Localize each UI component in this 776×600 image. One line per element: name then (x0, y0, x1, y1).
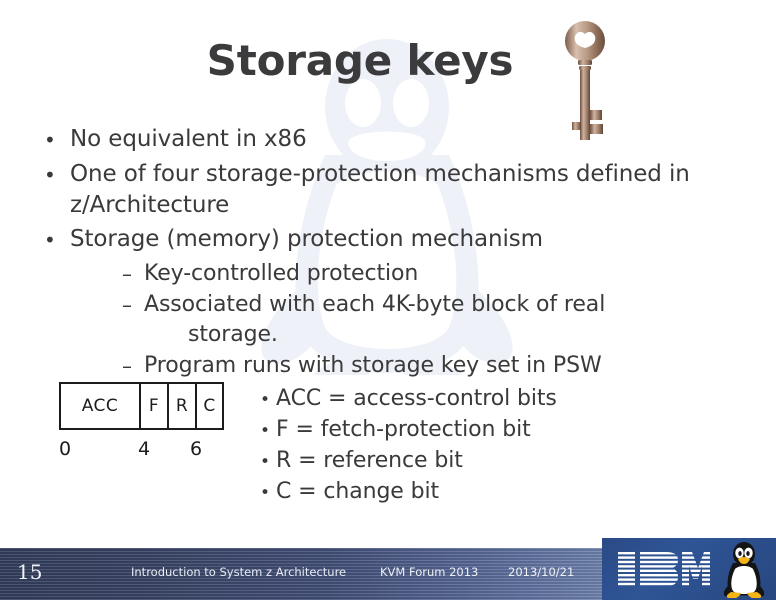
bit-tick-0: 0 (59, 438, 72, 460)
sub-bullet-text: Associated with each 4K-byte block of re… (144, 290, 605, 350)
legend-item: • F = fetch-protection bit (260, 415, 557, 446)
legend-text: F = fetch-protection bit (276, 417, 531, 442)
sub-bullet-text: Program runs with storage key set in PSW (144, 351, 602, 381)
sub-bullet-item: – Program runs with storage key set in P… (122, 351, 700, 381)
page-number: 15 (17, 560, 43, 584)
key-field-f: F (141, 384, 169, 428)
sub-bullet-line: Associated with each 4K-byte block of re… (144, 292, 606, 317)
key-field-r: R (169, 384, 197, 428)
sub-bullet-continuation: storage. (188, 322, 278, 347)
legend-marker: • (260, 421, 270, 441)
sub-bullet-item: – Key-controlled protection (122, 259, 700, 289)
legend-item: • R = reference bit (260, 446, 557, 477)
bullet-item: • No equivalent in x86 (40, 124, 700, 156)
bit-tick-6: 6 (190, 438, 203, 460)
bullet-item: • One of four storage-protection mechani… (40, 159, 700, 221)
sub-bullet-marker: – (122, 354, 132, 378)
tux-penguin-logo (723, 542, 765, 598)
bullet-item: • Storage (memory) protection mechanism (40, 224, 700, 256)
footer-text-area: 15 Introduction to System z Architecture… (0, 548, 620, 600)
slide-footer: 15 Introduction to System z Architecture… (0, 538, 776, 600)
slide-title: Storage keys (206, 36, 514, 85)
key-field-acc: ACC (61, 384, 141, 428)
bullet-text: One of four storage-protection mechanism… (70, 161, 690, 218)
bullet-marker: • (44, 128, 56, 152)
key-field-legend: • ACC = access-control bits • F = fetch-… (260, 384, 557, 508)
bullet-text: Storage (memory) protection mechanism (70, 226, 543, 252)
ibm-striped-logo (618, 552, 710, 586)
legend-text: R = reference bit (276, 448, 463, 473)
sub-bullet-item: – Associated with each 4K-byte block of … (122, 290, 700, 350)
legend-marker: • (260, 483, 270, 503)
legend-text: C = change bit (276, 479, 440, 504)
brass-skeleton-key-image (565, 21, 605, 140)
bullet-marker: • (44, 163, 56, 187)
legend-marker: • (260, 452, 270, 472)
footer-date: 2013/10/21 (508, 565, 575, 579)
footer-event-name: KVM Forum 2013 (380, 565, 479, 579)
bit-tick-4: 4 (138, 438, 151, 460)
sub-bullet-line: Key-controlled protection (144, 261, 419, 286)
sub-bullet-line: Program runs with storage key set in PSW (144, 353, 602, 378)
legend-item: • ACC = access-control bits (260, 384, 557, 415)
legend-item: • C = change bit (260, 477, 557, 508)
bullet-text: No equivalent in x86 (70, 126, 307, 152)
key-field-c: C (203, 396, 216, 416)
legend-marker: • (260, 390, 270, 410)
logo-block (602, 538, 776, 600)
bullet-list: • No equivalent in x86 • One of four sto… (40, 124, 700, 382)
bullet-marker: • (44, 228, 56, 252)
sub-bullet-marker: – (122, 262, 132, 286)
storage-key-box: ACC F R C (59, 382, 224, 430)
footer-presentation-title: Introduction to System z Architecture (131, 565, 347, 579)
storage-key-format-diagram: ACC F R C 0 4 6 (59, 382, 234, 477)
sub-bullet-text: Key-controlled protection (144, 259, 418, 289)
sub-bullet-marker: – (122, 293, 132, 317)
legend-text: ACC = access-control bits (276, 386, 557, 411)
